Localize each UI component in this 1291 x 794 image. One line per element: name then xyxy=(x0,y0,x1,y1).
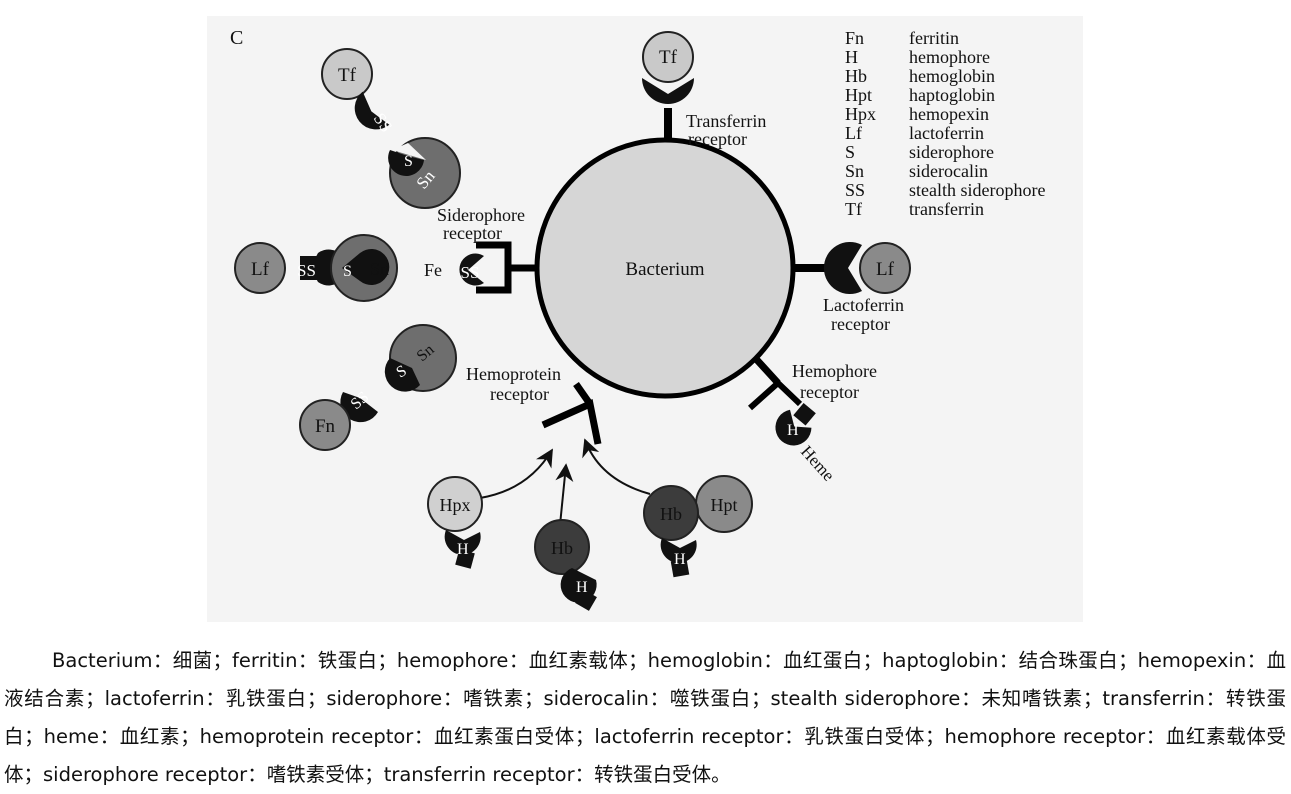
legend-abbr: H xyxy=(845,47,858,67)
legend-abbr: Lf xyxy=(845,123,862,143)
h-label-2: H xyxy=(576,579,588,596)
diagram-figure: C Bacterium Tf Transferrin receptor Lf L… xyxy=(207,16,1083,622)
siderophore-receptor-label-2: receptor xyxy=(443,223,502,243)
lactoferrin-receptor-pocket xyxy=(823,242,862,294)
hemoprotein-receptor-label-1: Hemoprotein xyxy=(466,364,561,384)
transferrin-receptor-pocket xyxy=(642,78,694,104)
tf-ss-complex: Tf SS xyxy=(321,48,396,136)
lf-free-label: Lf xyxy=(251,259,270,280)
transferrin-receptor-label-2: receptor xyxy=(688,129,747,149)
hpx-label: Hpx xyxy=(440,495,471,515)
h-label-1: H xyxy=(457,541,469,558)
transferrin-receptor: Tf Transferrin receptor xyxy=(642,31,766,149)
legend-abbr: Hpt xyxy=(845,85,872,105)
hpt-label: Hpt xyxy=(711,495,738,515)
s-sn-complex-bottom: S Sn xyxy=(384,324,457,392)
legend-name: hemoglobin xyxy=(909,66,995,86)
hemophore-h-label: H xyxy=(787,422,799,439)
siderophore-receptor-ss xyxy=(459,253,484,286)
h-label-3: H xyxy=(674,551,686,568)
legend-name: hemopexin xyxy=(909,104,989,124)
bacterium-label: Bacterium xyxy=(625,259,704,280)
legend-abbr: Hpx xyxy=(845,104,876,124)
siderophore-receptor-label-1: Siderophore xyxy=(437,205,525,225)
fn-label: Fn xyxy=(315,416,336,437)
panel-label: C xyxy=(230,27,243,49)
lactoferrin-receptor-label-1: Lactoferrin xyxy=(823,295,904,315)
legend-name: stealth siderophore xyxy=(909,180,1045,200)
s-sn-complex-left: S Sn xyxy=(330,234,398,302)
legend-abbr: Hb xyxy=(845,66,867,86)
legend-name: hemophore xyxy=(909,47,990,67)
s-sn-complex-top: S Sn xyxy=(388,137,461,209)
sn-label-3: Sn xyxy=(414,341,438,365)
ss-label-2: SS xyxy=(297,261,316,280)
siderophore-receptor: SS Fe Siderophore receptor xyxy=(424,205,537,294)
fn-ss-complex: SS Fn xyxy=(299,389,378,451)
hb-h-complex: Hb H xyxy=(534,519,597,611)
bacterium: Bacterium xyxy=(534,137,796,399)
fe-label: Fe xyxy=(424,260,442,280)
hemoprotein-receptor: Hemoprotein receptor xyxy=(466,364,602,445)
legend-abbr: S xyxy=(845,142,855,162)
legend-abbr: Fn xyxy=(845,28,864,48)
hpx-h-complex: Hpx H xyxy=(427,476,483,569)
tf-free-label: Tf xyxy=(338,65,357,86)
hemophore-receptor-label-1: Hemophore xyxy=(792,361,877,381)
transferrin-receptor-label-1: Transferrin xyxy=(686,111,766,131)
lf-ss-complex: Lf SS xyxy=(234,242,347,294)
lactoferrin-receptor-label-2: receptor xyxy=(831,314,890,334)
sn-label-2: Sn xyxy=(370,259,389,279)
legend-name: siderophore xyxy=(909,142,994,162)
legend-abbr: Tf xyxy=(845,199,862,219)
lactoferrin-receptor: Lf Lactoferrin receptor xyxy=(793,242,911,334)
legend-name: lactoferrin xyxy=(909,123,984,143)
legend-abbr: Sn xyxy=(845,161,864,181)
s-label-2: S xyxy=(343,263,352,280)
legend-name: haptoglobin xyxy=(909,85,995,105)
tf-label: Tf xyxy=(659,47,678,68)
hb-label-1: Hb xyxy=(551,538,573,558)
hemoprotein-receptor-label-2: receptor xyxy=(490,384,549,404)
figure-caption: Bacterium：细菌；ferritin：铁蛋白；hemophore：血红素载… xyxy=(4,649,1286,786)
legend-abbr: SS xyxy=(845,180,865,200)
legend-name: transferrin xyxy=(909,199,984,219)
lf-label: Lf xyxy=(876,259,895,280)
lactoferrin-molecule xyxy=(859,242,911,294)
hb-label-2: Hb xyxy=(660,504,682,524)
legend-name: siderocalin xyxy=(909,161,988,181)
transferrin-molecule xyxy=(642,31,694,83)
legend-name: ferritin xyxy=(909,28,959,48)
hemoprotein-arrows xyxy=(479,438,651,526)
receptor-ss-label: SS xyxy=(461,263,480,282)
hb-hpt-h-complex: Hpt Hb H xyxy=(643,475,753,578)
s-label-1: S xyxy=(404,153,413,170)
hemophore-receptor-label-2: receptor xyxy=(800,382,859,402)
